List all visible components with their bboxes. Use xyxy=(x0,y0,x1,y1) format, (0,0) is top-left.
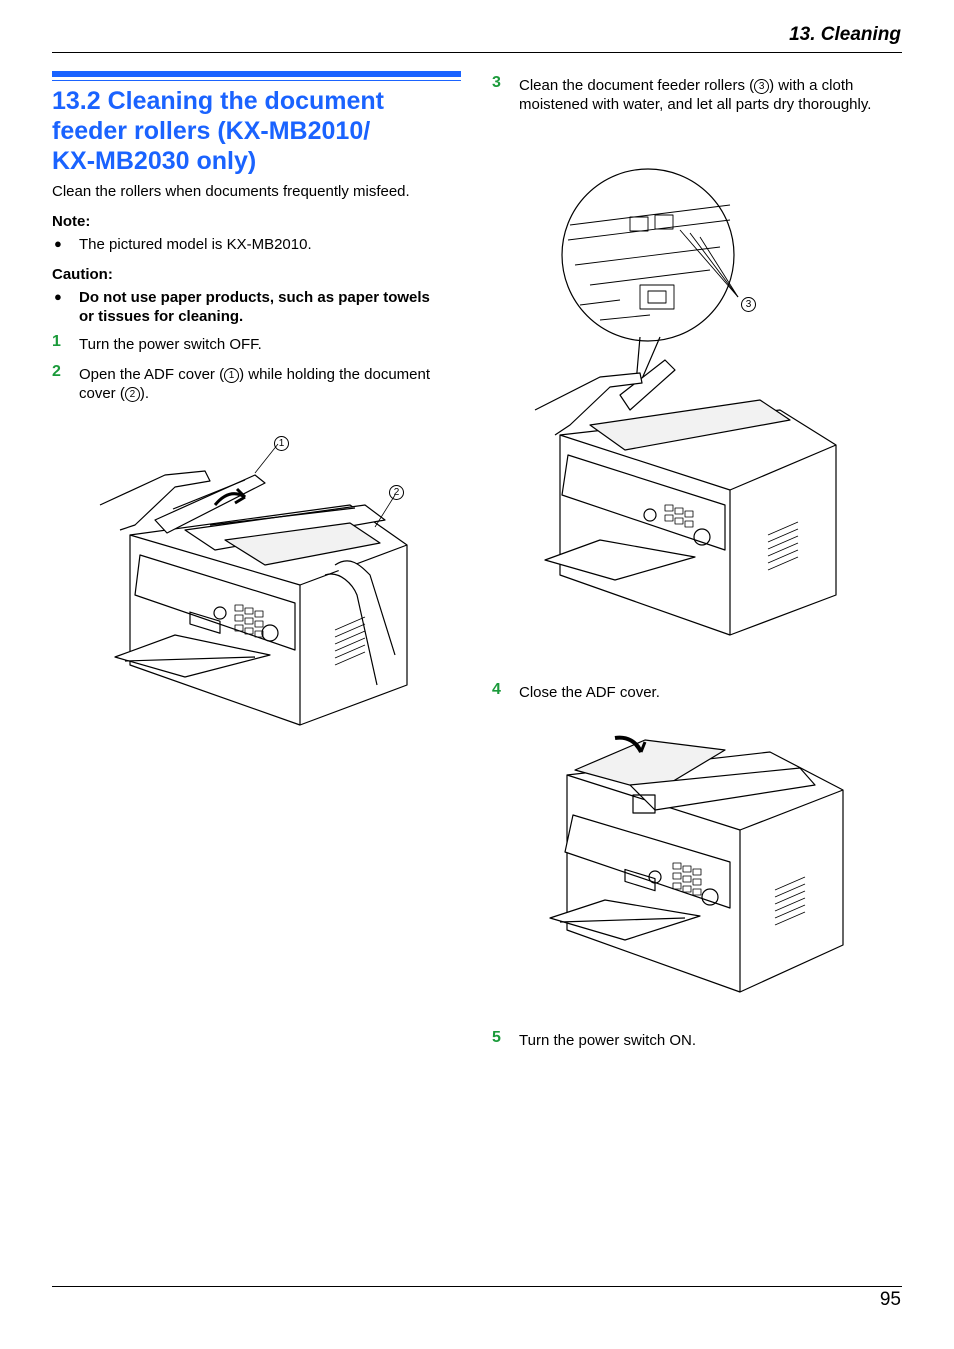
step-5-number: 5 xyxy=(492,1029,501,1046)
step-2-line-2: cover (2). xyxy=(79,385,150,402)
callout-2-ref: 2 xyxy=(124,387,140,402)
figure-open-adf-cover xyxy=(99,443,408,726)
step-1-text: Turn the power switch OFF. xyxy=(79,336,262,353)
section-bar xyxy=(52,71,461,77)
caution-line-1: Do not use paper products, such as paper… xyxy=(79,289,430,306)
step-2-number: 2 xyxy=(52,363,61,380)
callout-3-ref: 3 xyxy=(754,79,770,94)
footer-rule xyxy=(52,1286,902,1287)
step-5-text: Turn the power switch ON. xyxy=(519,1032,697,1049)
figure-close-adf-cover xyxy=(549,735,844,993)
figure-callout-3: 3 xyxy=(741,297,756,312)
header-rule xyxy=(52,52,902,53)
step-4-text: Close the ADF cover. xyxy=(519,684,660,701)
caution-bullet: ● xyxy=(54,289,62,304)
step-3-line-1: Clean the document feeder rollers (3) wi… xyxy=(519,77,854,94)
page-number: 95 xyxy=(879,1289,901,1310)
step-1-number: 1 xyxy=(52,333,61,350)
section-title-line-3: KX-MB2030 only) xyxy=(52,147,257,175)
caution-label: Caution: xyxy=(52,266,113,283)
figure-clean-rollers xyxy=(534,168,837,636)
figure-callout-2: 2 xyxy=(389,485,404,500)
step-2-text: Open the ADF cover (1) while holding the… xyxy=(79,365,469,403)
step-3-text: Clean the document feeder rollers (3) wi… xyxy=(519,76,914,114)
figure-callout-1: 1 xyxy=(274,436,289,451)
note-bullet: ● xyxy=(54,236,62,251)
step-4-number: 4 xyxy=(492,681,501,698)
section-bar-thin xyxy=(52,80,461,81)
section-title: 13.2 Cleaning the document feeder roller… xyxy=(52,86,472,176)
note-text: The pictured model is KX-MB2010. xyxy=(79,236,312,253)
caution-line-2: or tissues for cleaning. xyxy=(79,308,244,325)
step-3-number: 3 xyxy=(492,74,501,91)
section-title-line-2: feeder rollers (KX-MB2010/ xyxy=(52,117,371,145)
running-header: 13. Cleaning xyxy=(789,24,901,45)
intro-text: Clean the rollers when documents frequen… xyxy=(52,183,410,200)
step-2-line-1: Open the ADF cover (1) while holding the… xyxy=(79,366,431,383)
note-label: Note: xyxy=(52,213,91,230)
callout-1-ref: 1 xyxy=(224,368,240,383)
step-3-line-2: moistened with water, and let all parts … xyxy=(519,96,872,113)
section-title-line-1: 13.2 Cleaning the document xyxy=(52,87,385,115)
